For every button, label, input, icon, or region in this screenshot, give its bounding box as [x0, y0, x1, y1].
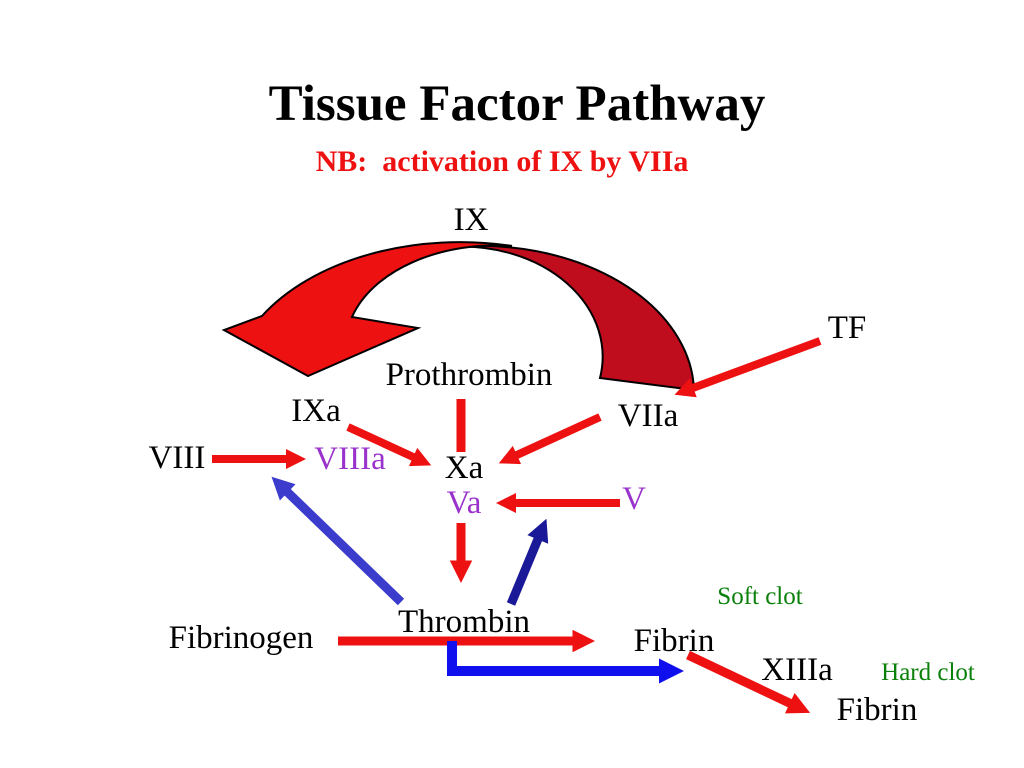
- label-ix: IX: [453, 202, 489, 238]
- label-fibrinogen: Fibrinogen: [168, 620, 314, 656]
- arrow-thrombin-to-viiia: [271, 476, 405, 606]
- arrow-fibrin-to-fibrin-xiiia: [686, 650, 811, 714]
- label-va: Va: [446, 485, 482, 521]
- slide-title: Tissue Factor Pathway: [268, 76, 766, 132]
- arrow-viia-to-xa: [498, 413, 602, 465]
- arrow-tf-to-viia: [674, 337, 822, 398]
- label-prothrombin: Prothrombin: [385, 357, 553, 393]
- label-viiia: VIIIa: [314, 441, 386, 477]
- label-soft-clot: Soft clot: [717, 583, 803, 610]
- label-fibrin-soft: Fibrin: [633, 623, 715, 659]
- label-tf: TF: [827, 310, 867, 346]
- label-v: V: [622, 481, 646, 517]
- label-ixa: IXa: [291, 393, 341, 429]
- label-fibrin-hard: Fibrin: [836, 692, 918, 728]
- label-viia: VIIa: [617, 398, 679, 434]
- label-thrombin: Thrombin: [398, 604, 530, 640]
- curved-arrow-ix-left-arc-head: [221, 241, 513, 378]
- arrow-ixa-to-xa: [346, 423, 432, 467]
- label-xiiia: XIIIa: [761, 652, 833, 688]
- arrow-thrombin-to-fibrin-elbow: [447, 641, 684, 684]
- label-xa: Xa: [444, 450, 484, 486]
- label-hard-clot: Hard clot: [881, 659, 975, 686]
- label-viii: VIII: [148, 440, 206, 476]
- arrow-thrombin-to-va: [506, 518, 549, 606]
- slide-subtitle: NB: activation of IX by VIIa: [315, 145, 689, 178]
